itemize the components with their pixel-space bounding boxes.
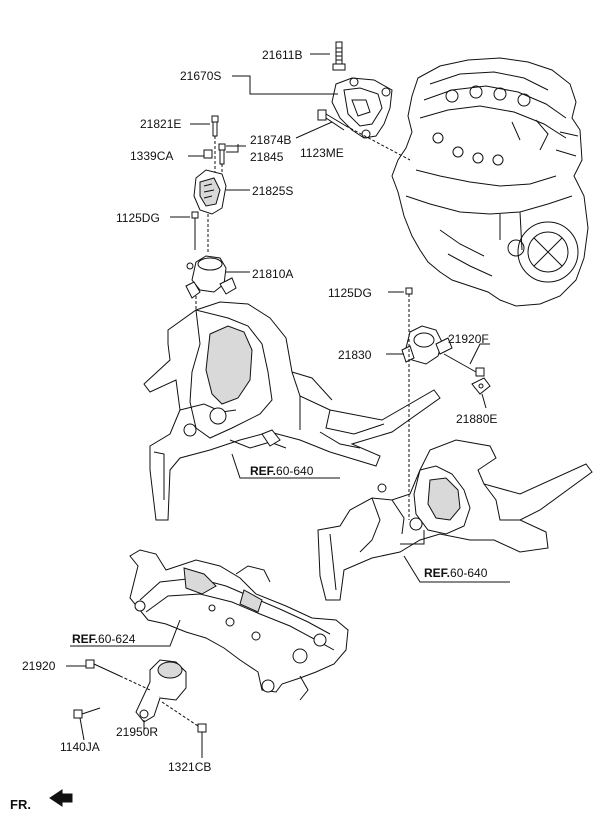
label-21845: 21845 (250, 150, 284, 164)
label-21920: 21920 (22, 659, 56, 673)
reference-prefix: REF. (424, 566, 451, 580)
reference-label-3: REF.60-624 (72, 632, 135, 646)
label-21830: 21830 (338, 348, 372, 362)
label-21825S: 21825S (252, 184, 294, 198)
reference-label-1: REF.60-640 (250, 464, 313, 478)
bracket-21880E (471, 377, 491, 395)
bolt-21874B (218, 143, 226, 165)
rod-21950R (135, 659, 187, 723)
bracket-21825S (193, 169, 227, 215)
mount-21810A (185, 255, 237, 299)
label-21874B: 21874B (250, 133, 292, 147)
front-direction-label: FR. (10, 797, 31, 812)
label-21920F: 21920F (448, 332, 489, 346)
engine-bracket-21670S (331, 77, 393, 139)
reference-prefix: REF. (72, 632, 99, 646)
reference-label-2: REF.60-640 (424, 566, 487, 580)
label-1123ME: 1123ME (300, 146, 344, 160)
reference-number: 60-624 (98, 632, 136, 646)
bolt-21920F (443, 353, 485, 377)
label-1339CA: 1339CA (130, 149, 174, 163)
front-direction-arrow-icon (49, 789, 73, 807)
reference-prefix: REF. (250, 464, 277, 478)
mount-21830 (401, 325, 453, 365)
label-1125DG-b: 1125DG (328, 286, 372, 300)
engine-block (391, 57, 589, 307)
label-21950R: 21950R (116, 725, 159, 739)
bolt-21611B (332, 41, 346, 71)
nut-1339CA (203, 149, 213, 159)
reference-number: 60-640 (450, 566, 488, 580)
label-1125DG-a: 1125DG (116, 211, 160, 225)
label-1140JA: 1140JA (60, 740, 100, 754)
label-21821E: 21821E (140, 117, 182, 131)
label-21611B: 21611B (262, 48, 303, 62)
nut-1321CB (197, 723, 207, 733)
bolt-21920 (85, 659, 121, 677)
reference-number: 60-640 (276, 464, 314, 478)
label-1321CB: 1321CB (168, 760, 212, 774)
bolt-1140JA (73, 707, 101, 719)
side-member-left (143, 301, 441, 521)
bolt-21821E (211, 115, 219, 137)
bolt-1123ME (317, 109, 347, 131)
label-21880E: 21880E (456, 412, 498, 426)
label-21810A: 21810A (252, 267, 294, 281)
subframe-crossmember (129, 549, 349, 701)
label-21670S: 21670S (180, 69, 222, 83)
side-member-right (317, 439, 593, 601)
bolt-1125DG-a (191, 211, 199, 250)
bolt-1125DG-b (405, 287, 413, 520)
